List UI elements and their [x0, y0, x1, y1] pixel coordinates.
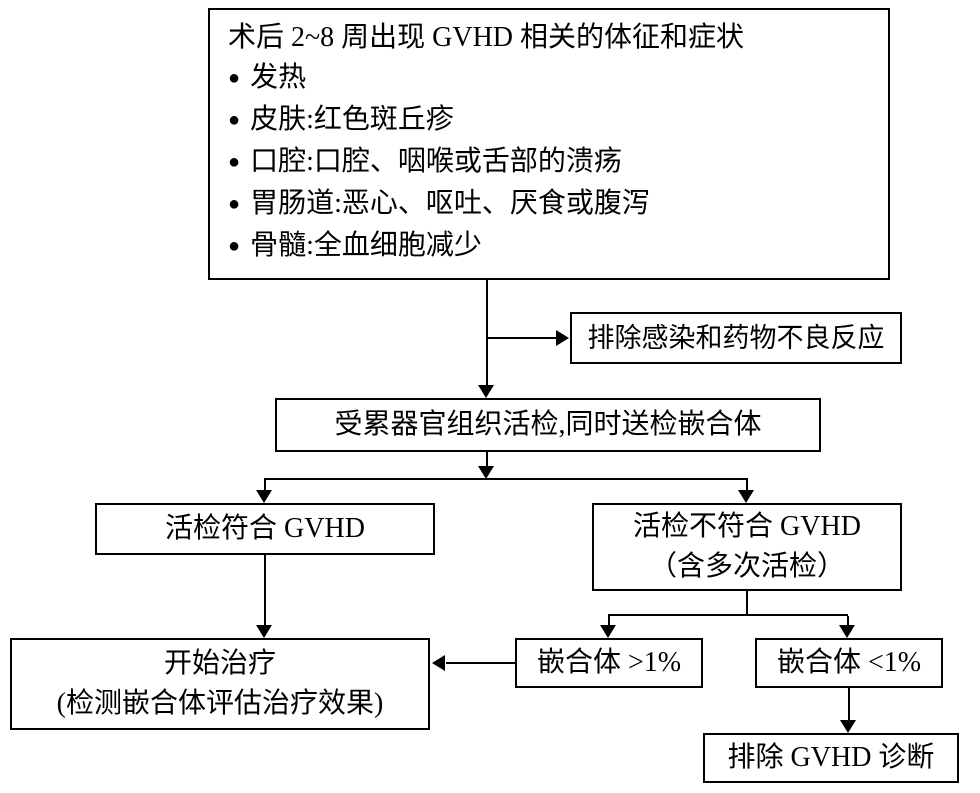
symptom-text: 发热 [250, 62, 307, 93]
arrowhead-down-negative [738, 490, 754, 503]
biopsy-positive-label: 活检符合 GVHD [165, 513, 365, 544]
connector-to-gt1 [608, 616, 610, 626]
bullet-icon: ● [228, 109, 241, 131]
connector-split-horizontal [264, 478, 748, 480]
arrowhead-down-positive [256, 490, 272, 503]
symptom-text: 皮肤:红色斑丘疹 [250, 104, 454, 135]
chimerism-gt1-box: 嵌合体 >1% [515, 638, 703, 688]
bullet-icon: ● [228, 193, 241, 215]
chimerism-lt1-label: 嵌合体 <1% [776, 647, 922, 678]
biopsy-box: 受累器官组织活检,同时送检嵌合体 [275, 398, 821, 452]
biopsy-negative-line1: 活检不符合 GVHD [633, 511, 861, 542]
symptoms-title-text: 术后 2~8 周出现 GVHD 相关的体征和症状 [228, 22, 745, 53]
bullet-icon: ● [228, 151, 241, 173]
connector-positive-to-treatment [264, 555, 266, 627]
arrowhead-down-gt1 [600, 625, 616, 638]
connector-chimerism-horizontal [608, 614, 848, 616]
arrowhead-right-exclude-infection [556, 330, 569, 346]
arrowhead-down-lt1 [839, 625, 855, 638]
arrowhead-down-split [478, 466, 494, 479]
symptoms-box: 术后 2~8 周出现 GVHD 相关的体征和症状 ● 发热 ● 皮肤:红色斑丘疹… [208, 8, 890, 280]
exclude-infection-box: 排除感染和药物不良反应 [570, 312, 902, 364]
connector-to-positive [264, 480, 266, 492]
connector-to-lt1 [847, 616, 849, 626]
treatment-line1: 开始治疗 [163, 648, 276, 679]
exclude-infection-label: 排除感染和药物不良反应 [587, 323, 885, 353]
bullet-icon: ● [228, 235, 241, 257]
arrowhead-left-treatment [432, 655, 445, 671]
symptom-text: 胃肠道:恶心、呕吐、厌食或腹泻 [250, 188, 650, 219]
connector-symptoms-to-biopsy [486, 280, 488, 388]
connector-lt1-to-exclude [848, 688, 850, 722]
bullet-icon: ● [228, 67, 241, 89]
arrowhead-down-biopsy [478, 385, 494, 398]
symptom-item-gi: ● 胃肠道:恶心、呕吐、厌食或腹泻 [228, 184, 870, 226]
treatment-box: 开始治疗 (检测嵌合体评估治疗效果) [10, 638, 430, 730]
symptom-item-mouth: ● 口腔:口腔、咽喉或舌部的溃疡 [228, 142, 870, 184]
connector-to-negative [746, 480, 748, 492]
exclude-gvhd-label: 排除 GVHD 诊断 [727, 742, 935, 773]
symptom-item-skin: ● 皮肤:红色斑丘疹 [228, 100, 870, 142]
arrowhead-down-treatment [256, 625, 272, 638]
connector-gt1-to-treatment [446, 662, 515, 664]
exclude-gvhd-box: 排除 GVHD 诊断 [703, 733, 959, 783]
arrowhead-down-exclude [840, 720, 856, 733]
symptom-item-marrow: ● 骨髓:全血细胞减少 [228, 226, 870, 268]
chimerism-lt1-box: 嵌合体 <1% [755, 638, 943, 688]
symptom-text: 口腔:口腔、咽喉或舌部的溃疡 [250, 146, 622, 177]
chimerism-gt1-label: 嵌合体 >1% [536, 647, 682, 678]
connector-negative-stub [746, 591, 748, 615]
treatment-line2: (检测嵌合体评估治疗效果) [56, 688, 384, 719]
symptom-text: 骨髓:全血细胞减少 [250, 230, 482, 261]
biopsy-positive-box: 活检符合 GVHD [95, 503, 435, 555]
connector-biopsy-stub [486, 452, 488, 468]
connector-branch-exclude-infection [487, 337, 557, 339]
symptom-item-fever: ● 发热 [228, 58, 870, 100]
symptoms-title: 术后 2~8 周出现 GVHD 相关的体征和症状 [228, 18, 870, 58]
biopsy-negative-box: 活检不符合 GVHD （含多次活检） [592, 503, 902, 591]
biopsy-label: 受累器官组织活检,同时送检嵌合体 [334, 409, 762, 440]
biopsy-negative-line2: （含多次活检） [648, 551, 845, 582]
